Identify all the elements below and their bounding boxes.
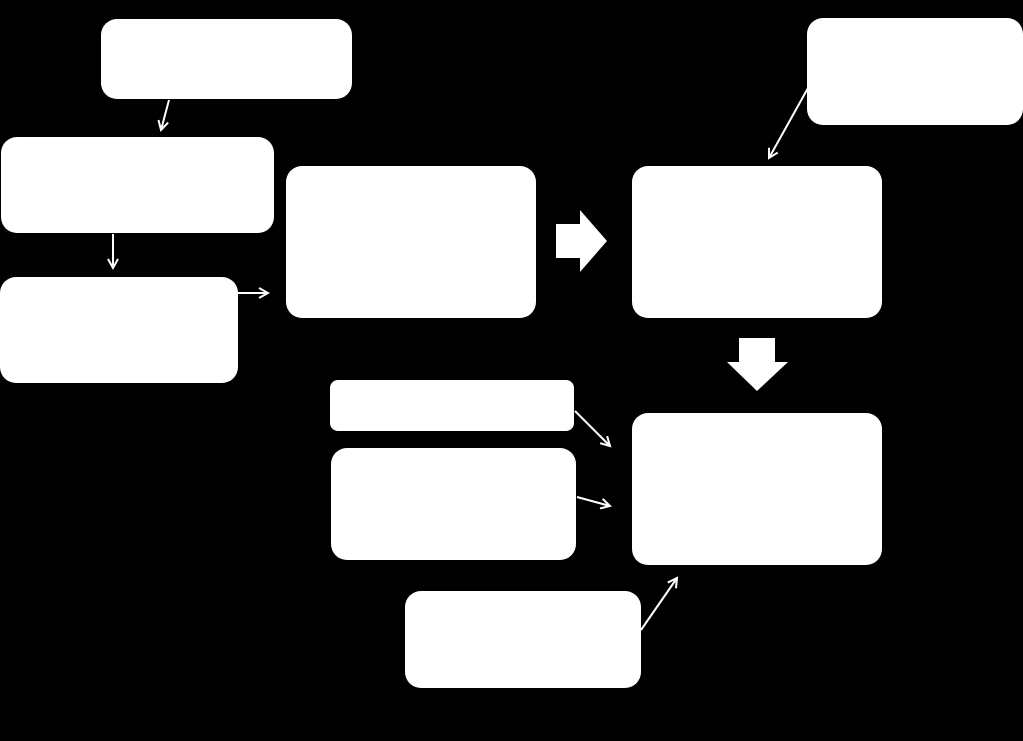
diagram-box-8 bbox=[331, 448, 576, 560]
block-arrow-b4-to-b5 bbox=[556, 210, 607, 272]
diagram-box-5 bbox=[632, 166, 882, 318]
diagram-box-3 bbox=[0, 277, 238, 383]
block-arrow-b5-to-b9 bbox=[727, 338, 788, 391]
diagram-box-9 bbox=[632, 413, 882, 565]
diagram-box-7 bbox=[330, 380, 574, 431]
arrow-b6-to-b5 bbox=[769, 87, 809, 158]
arrow-b7-to-b9 bbox=[574, 410, 610, 446]
diagram-box-6 bbox=[807, 18, 1023, 125]
arrow-b8-to-b9 bbox=[576, 496, 610, 506]
diagram-box-4 bbox=[286, 166, 536, 318]
diagram-box-10 bbox=[405, 591, 641, 688]
diagram-box-1 bbox=[101, 19, 352, 99]
diagram-box-2 bbox=[1, 137, 274, 233]
arrow-b10-to-b9 bbox=[640, 578, 677, 631]
arrow-b1-to-b2 bbox=[161, 99, 170, 130]
